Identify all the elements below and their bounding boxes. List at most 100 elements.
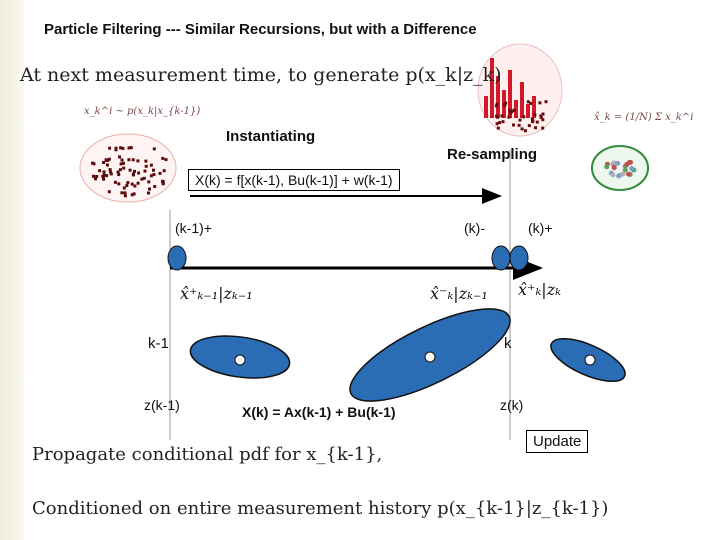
particle — [104, 158, 108, 162]
particle — [120, 158, 124, 162]
resampled-particle — [616, 173, 622, 179]
particle — [149, 163, 153, 167]
particle — [114, 146, 118, 150]
particle — [129, 146, 133, 150]
particle — [544, 100, 548, 104]
particle — [152, 173, 156, 177]
marker-k-plus — [509, 245, 529, 271]
prior-particle-cloud — [79, 133, 177, 203]
particle — [538, 101, 542, 105]
estimate-k-prior: x̂⁻ₖ|zₖ₋₁ — [430, 284, 488, 303]
particle — [512, 108, 516, 112]
particle — [527, 124, 531, 128]
particle — [132, 192, 136, 196]
step-label-k: k — [504, 335, 512, 352]
particle — [126, 181, 130, 185]
marker-k-minus — [491, 245, 511, 271]
particle — [522, 115, 526, 119]
particle — [128, 168, 132, 172]
left-decorative-strip — [0, 0, 24, 540]
weight-bar — [520, 82, 524, 118]
particle — [498, 121, 502, 125]
process-model-box: X(k) = f[x(k-1), Bu(k-1)] + w(k-1) — [188, 169, 400, 191]
particle — [144, 159, 148, 163]
mean-marker-k-minus-1 — [234, 354, 246, 366]
particle — [520, 127, 524, 131]
particle — [526, 100, 530, 104]
resampled-particle — [610, 172, 616, 178]
particle — [106, 163, 109, 167]
propagation-equation: X(k) = Ax(k-1) + Bu(k-1) — [242, 404, 396, 420]
particle — [541, 126, 545, 130]
weight-bar — [496, 76, 500, 118]
sampling-formula: x_k^i ~ p(x_k|x_{k-1}) — [84, 106, 201, 117]
particle — [140, 177, 144, 181]
particle — [531, 120, 534, 124]
particle — [529, 101, 533, 105]
slide-title: Particle Filtering --- Similar Recursion… — [44, 21, 477, 38]
weight-bar — [508, 70, 512, 118]
particle — [136, 159, 140, 163]
bottom-line-propagate: Propagate conditional pdf for x_{k-1}, — [32, 444, 383, 465]
particle — [105, 174, 109, 178]
particle — [108, 168, 112, 172]
resampled-particle — [611, 164, 617, 170]
instantiating-label: Instantiating — [226, 128, 316, 145]
particle — [119, 146, 123, 150]
particle — [116, 170, 120, 174]
resampled-particle — [615, 160, 621, 166]
particle — [143, 169, 147, 173]
particle — [539, 116, 543, 119]
particle — [164, 158, 168, 162]
particle — [158, 171, 162, 175]
particle — [535, 120, 539, 124]
resampled-particle-cluster — [591, 145, 649, 191]
resampled-particle — [629, 166, 635, 171]
weight-bar — [514, 100, 518, 118]
particle — [541, 112, 545, 116]
particle — [102, 177, 106, 181]
particle — [162, 169, 166, 173]
particle — [102, 161, 106, 164]
particle — [495, 102, 499, 106]
particle — [117, 182, 121, 186]
particle — [149, 174, 153, 178]
particle — [101, 175, 105, 179]
particle — [161, 156, 165, 160]
particle — [98, 169, 102, 173]
particle — [512, 123, 515, 127]
particle — [541, 118, 545, 122]
update-box: Update — [526, 430, 589, 453]
particle — [117, 173, 121, 177]
particle — [107, 190, 111, 194]
particle — [94, 177, 97, 181]
particle — [122, 186, 126, 190]
mean-marker-k — [584, 354, 596, 366]
estimate-k-minus-1: x̂⁺ₖ₋₁|zₖ₋₁ — [180, 284, 253, 303]
particle — [517, 123, 521, 127]
particle — [496, 115, 499, 119]
particle — [530, 117, 534, 121]
step-label-k-minus-1: k-1 — [148, 335, 169, 352]
particle — [121, 146, 125, 150]
particle — [539, 114, 543, 118]
particle — [102, 173, 106, 177]
particle — [113, 180, 117, 184]
particle — [130, 182, 134, 186]
resampling-label: Re-sampling — [447, 146, 538, 163]
resampled-particle — [620, 171, 626, 177]
weight-bar — [490, 58, 494, 118]
weight-bar — [526, 104, 530, 118]
resampled-particle — [604, 164, 610, 170]
particle — [518, 118, 522, 122]
particle — [144, 164, 148, 168]
particle — [503, 103, 507, 107]
mean-formula: x̂_k = (1/N) Σ x_k^i — [594, 112, 694, 123]
particle — [500, 114, 504, 118]
particle — [496, 126, 500, 130]
particle — [127, 158, 131, 162]
particle — [121, 161, 125, 165]
weight-bar — [532, 96, 536, 118]
particle — [118, 168, 122, 172]
